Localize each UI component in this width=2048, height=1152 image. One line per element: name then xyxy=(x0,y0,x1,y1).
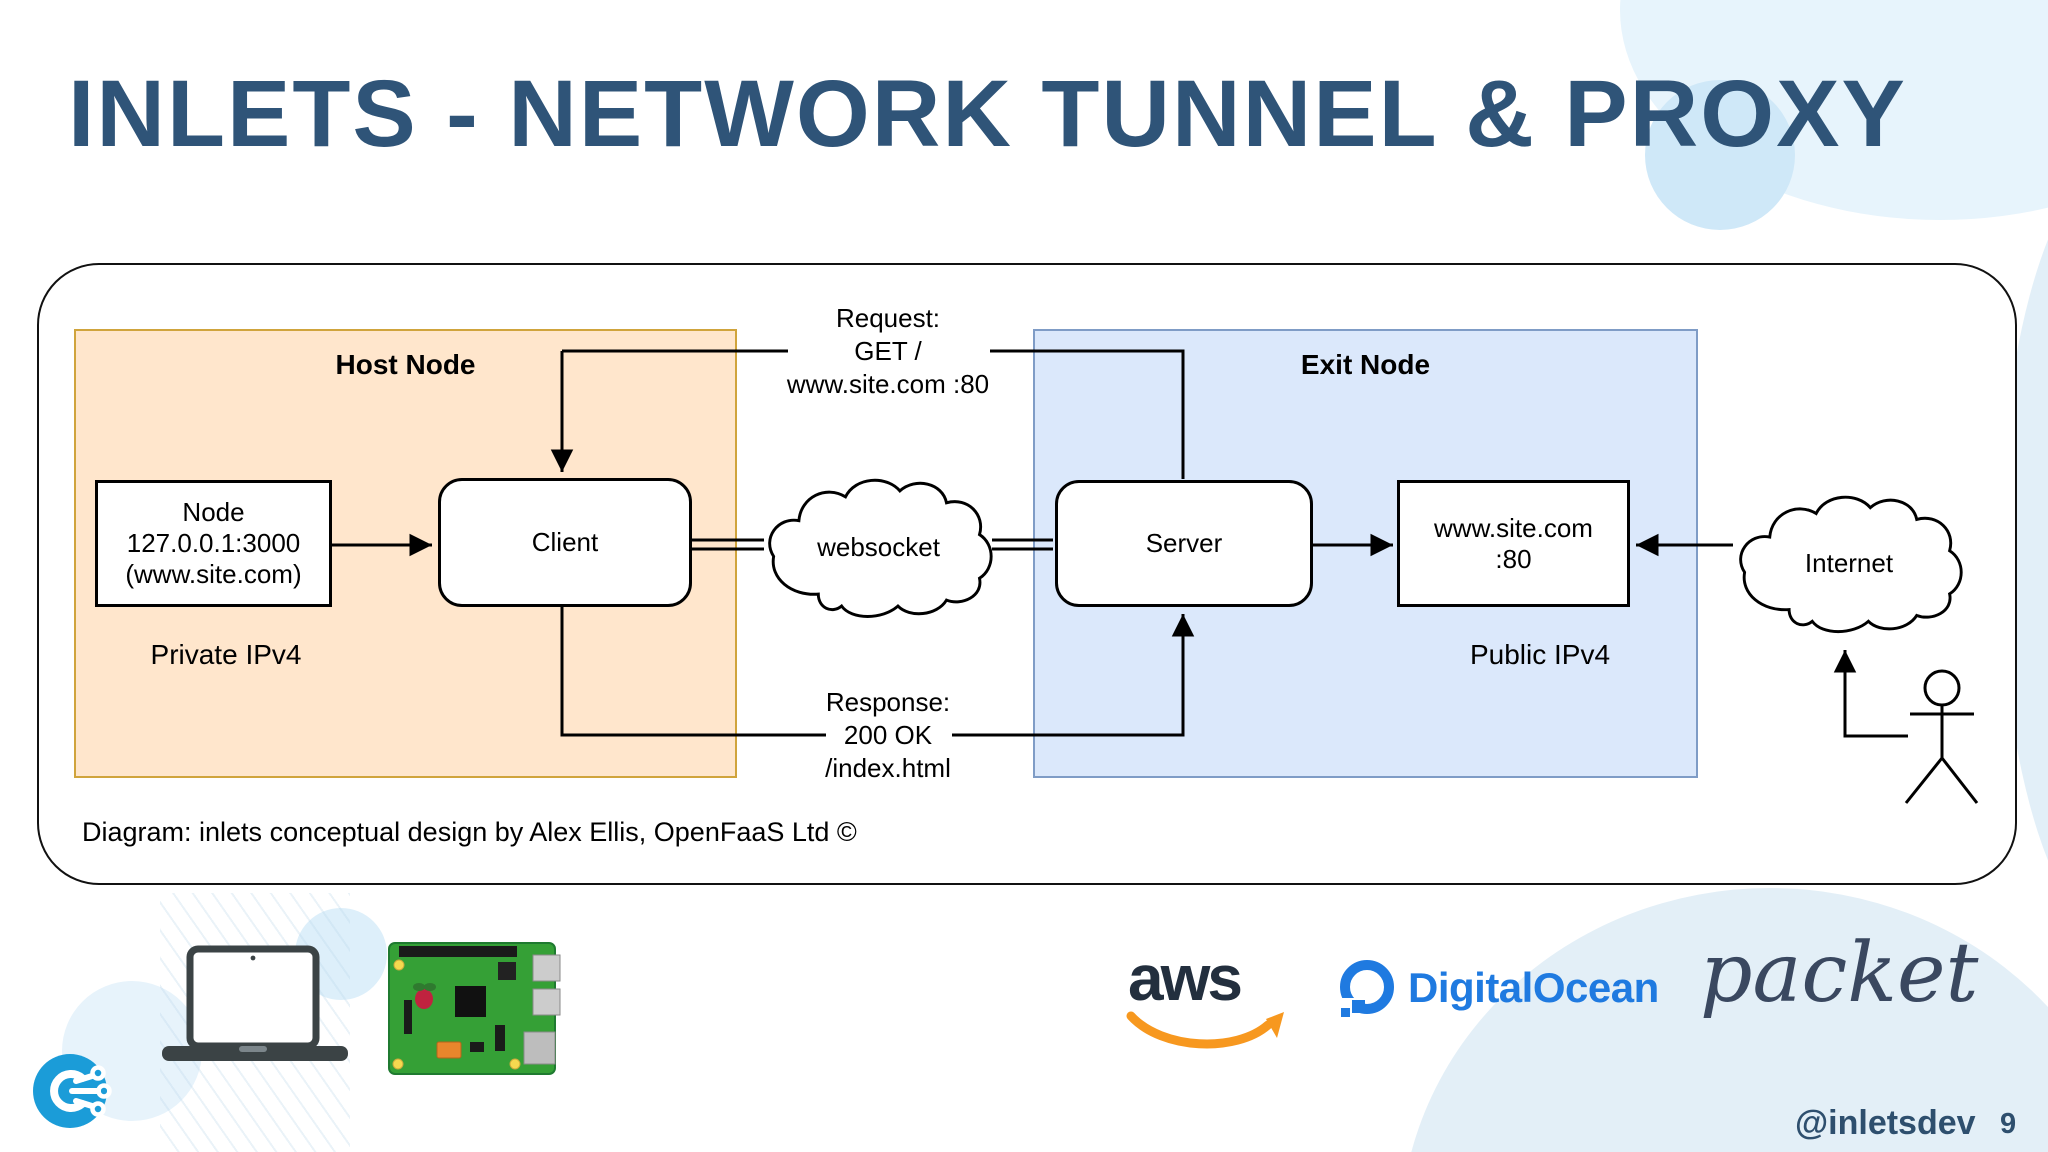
response-line3: /index.html xyxy=(825,753,951,783)
private-ipv4-label: Private IPv4 xyxy=(150,639,302,670)
packet-logo-text: packet xyxy=(1700,926,1979,1021)
request-line3: www.site.com :80 xyxy=(786,369,990,399)
twitter-handle: @inletsdev xyxy=(1795,1104,1976,1142)
site-line1: www.site.com xyxy=(1434,512,1593,543)
node-line1: Node xyxy=(182,497,245,527)
public-ipv4-label: Public IPv4 xyxy=(1469,639,1611,670)
request-line2: GET / xyxy=(854,336,922,366)
public-site-box: www.site.com :80 xyxy=(1397,480,1630,607)
response-line1: Response: xyxy=(825,687,951,717)
response-line2: 200 OK xyxy=(843,720,933,750)
websocket-label: websocket xyxy=(817,532,940,562)
digitalocean-logo-mark xyxy=(1334,960,1394,1020)
background-circle-top-right xyxy=(1645,80,1795,230)
internet-label: Internet xyxy=(1804,548,1894,578)
host-node-label: Host Node xyxy=(335,349,476,380)
client-label: Client xyxy=(531,527,599,557)
request-annotation: Request: GET / www.site.com :80 xyxy=(758,302,1018,401)
page-number: 9 xyxy=(2000,1108,2017,1140)
exit-node-label: Exit Node xyxy=(1300,349,1431,380)
digitalocean-logo-text: DigitalOcean xyxy=(1408,964,1659,1011)
raspberry-pi-icon xyxy=(388,942,561,1075)
server-label: Server xyxy=(1145,528,1223,558)
page-title: INLETS - NETWORK TUNNEL & PROXY xyxy=(68,61,1907,167)
node-line3: (www.site.com) xyxy=(125,559,302,589)
node-line2: 127.0.0.1:3000 xyxy=(126,528,301,558)
request-line1: Request: xyxy=(835,303,941,333)
diagram-caption: Diagram: inlets conceptual design by Ale… xyxy=(82,817,857,847)
background-stripes xyxy=(160,893,350,1152)
site-line2: :80 xyxy=(1495,543,1532,574)
aws-logo-text: aws xyxy=(1128,942,1243,1014)
response-annotation: Response: 200 OK /index.html xyxy=(758,686,1018,785)
aws-logo-swoosh xyxy=(1126,1011,1284,1049)
client-box: Client xyxy=(438,478,692,607)
server-box: Server xyxy=(1055,480,1313,607)
node-box: Node 127.0.0.1:3000 (www.site.com) xyxy=(95,480,332,607)
